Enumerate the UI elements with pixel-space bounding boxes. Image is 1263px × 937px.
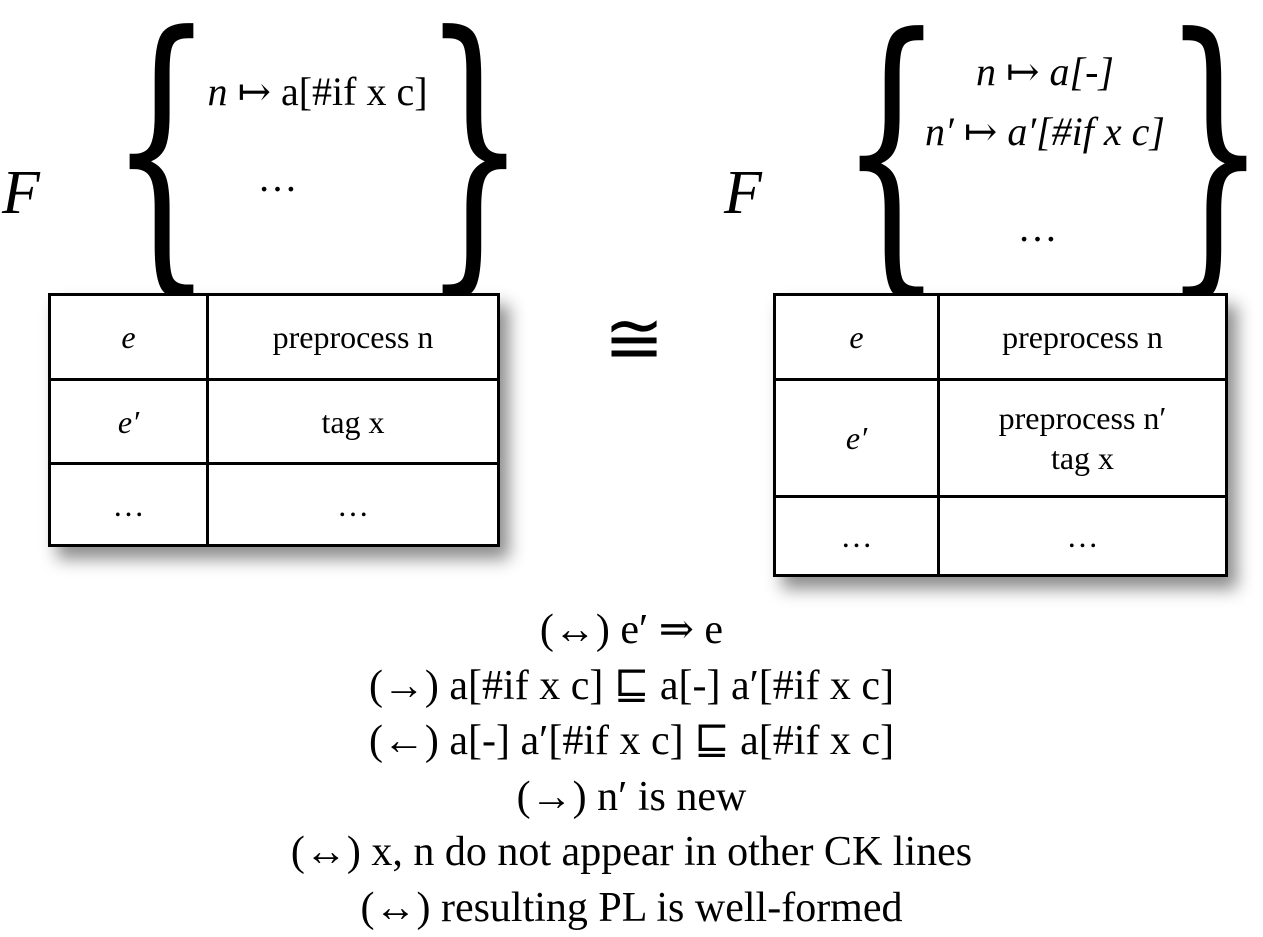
congruence-symbol: ≅	[603, 296, 665, 380]
left-F-label: F	[2, 159, 40, 227]
right-mapping-ellipsis: …	[1017, 205, 1058, 250]
left-row1-feature: e	[48, 293, 209, 381]
right-mapping-line2: n′ ↦ a′[#if x c]	[925, 109, 1165, 154]
right-row3-feature: …	[773, 495, 940, 577]
right-row1-feature: e	[773, 293, 940, 381]
left-row2-feature: e′	[48, 378, 209, 465]
left-mapping-line1: n ↦ a[#if x c]	[207, 69, 428, 114]
right-row2-action-line2: tag x	[1050, 440, 1115, 476]
table-row: e′ tag x	[48, 378, 500, 465]
condition-5: (↔) x, n do not appear in other CK lines	[290, 829, 973, 875]
right-row2-feature: e′	[773, 378, 940, 498]
left-mapping-value: a[#if x c]	[280, 69, 428, 114]
table-row: e′ preprocess n′ tag x	[773, 378, 1228, 498]
right-row3-action: …	[937, 495, 1228, 577]
left-open-brace: {	[109, 0, 214, 322]
right-F-label: F	[724, 159, 762, 227]
condition-2: (→) a[#if x c] ⊑ a[-] a′[#if x c]	[368, 662, 895, 709]
left-row2-action: tag x	[206, 378, 500, 465]
right-row2-action: preprocess n′ tag x	[937, 378, 1228, 498]
table-row: … …	[773, 495, 1228, 577]
right-row1-action: preprocess n	[937, 293, 1228, 381]
table-row: e preprocess n	[773, 293, 1228, 381]
condition-6: (↔) resulting PL is well-formed	[360, 884, 903, 931]
left-row3-feature: …	[48, 462, 209, 547]
right-ck-table: e preprocess n e′ preprocess n′ tag x … …	[773, 293, 1228, 577]
conditions-list: (↔) e′ ⇒ e (→) a[#if x c] ⊑ a[-] a′[#if …	[0, 603, 1263, 936]
table-row: e preprocess n	[48, 293, 500, 381]
left-mapping-n: n	[207, 69, 228, 114]
left-row1-action: preprocess n	[206, 293, 500, 381]
left-row3-action: …	[206, 462, 500, 547]
left-close-brace: }	[422, 0, 527, 322]
table-row: … …	[48, 462, 500, 547]
condition-3: (←) a[-] a′[#if x c] ⊑ a[#if x c]	[368, 718, 895, 764]
right-row2-action-line1: preprocess n′	[998, 400, 1167, 436]
condition-1: (↔) e′ ⇒ e	[539, 607, 724, 653]
left-mapping-ellipsis: …	[257, 155, 298, 200]
right-close-brace: }	[1162, 0, 1263, 324]
condition-4: (→) n′ is new	[516, 773, 747, 820]
left-ck-table: e preprocess n e′ tag x … …	[48, 293, 500, 547]
right-mapping-line1: n ↦ a[-]	[976, 49, 1114, 94]
right-open-brace: {	[839, 0, 944, 324]
